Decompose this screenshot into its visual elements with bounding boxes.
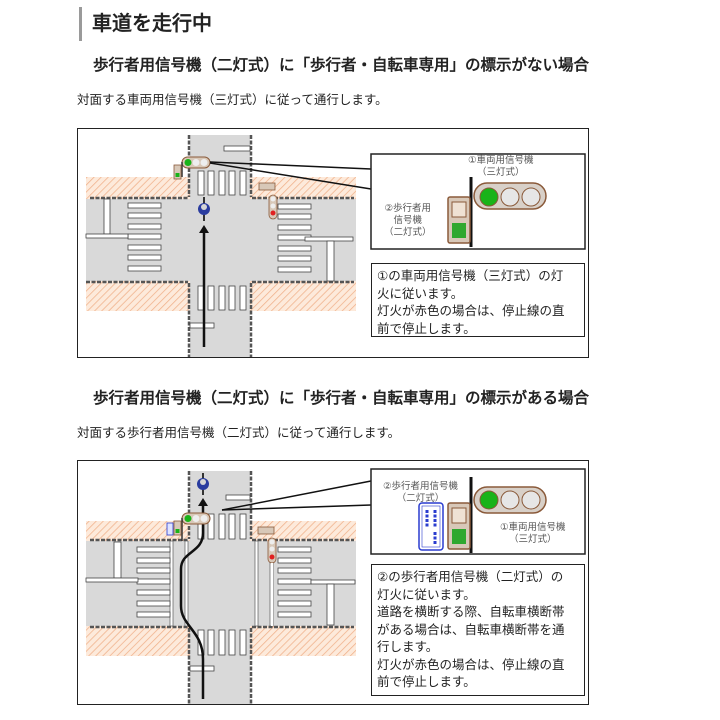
section-2-heading: 歩行者用信号機（二灯式）に「歩行者・自転車専用」の標示がある場合 [93,389,590,407]
enlarged-vehicle-signal-icon [469,177,547,247]
enlarged-vehicle-signal-icon [469,477,547,553]
intersection-illustration [85,135,586,357]
pedestrian-signal-icon [166,520,182,536]
cross-signal-icon [257,526,277,626]
callout-box [370,468,586,555]
travel-arrow [199,225,209,347]
vehicle-signal-label: ①車両用信号機 （三灯式） [468,155,534,178]
vehicle-signal-icon [181,512,211,541]
page-title: 車道を走行中 [92,11,212,35]
rule-note: ②の歩行者用信号機（二灯式）の 灯火に従います。 道路を横断する際、自転車横断帯… [371,564,585,696]
travel-arrow [179,498,208,699]
callout-lines [209,161,372,190]
callout-lines [221,480,372,511]
pedestrian-signal-icon [173,164,182,180]
vehicle-signal-label: ①車両用信号機 （三灯式） [500,522,566,545]
rule-note: ①の車両用信号機（三灯式）の灯 火に従います。 灯火が赤色の場合は、停止線の直 … [371,263,585,337]
pedestrian-bicycle-only-sign [418,502,444,551]
stop-lines [85,145,354,329]
pedestrian-signal-label: ②歩行者用 信号機 （二灯式） [384,203,432,238]
pedestrian-signal-label: ②歩行者用信号機 （二灯式） [383,481,459,504]
bicycle-icon [197,473,209,495]
intersection-illustration [85,468,586,704]
cross-signal-icon [258,182,278,220]
section-2-description: 対面する歩行者用信号機（二灯式）に従って通行します。 [77,425,401,440]
section-2-diagram: ②歩行者用信号機 （二灯式） ①車両用信号機 （三灯式） ②の歩行者用信号機（二… [77,460,589,705]
enlarged-pedestrian-signal-icon [447,502,471,550]
vehicle-signal-icon [181,156,211,177]
curbs [86,135,354,357]
title-accent-bar [79,7,82,41]
enlarged-pedestrian-signal-icon [447,196,471,244]
crosswalks [127,170,312,311]
section-1-description: 対面する車両用信号機（三灯式）に従って通行します。 [77,92,388,107]
section-1-diagram: ①車両用信号機 （三灯式） ②歩行者用 信号機 （二灯式） ①の車両用信号機（三… [77,128,589,358]
section-1-heading: 歩行者用信号機（二灯式）に「歩行者・自転車専用」の標示がない場合 [93,56,590,74]
bicycle-icon [198,197,210,221]
